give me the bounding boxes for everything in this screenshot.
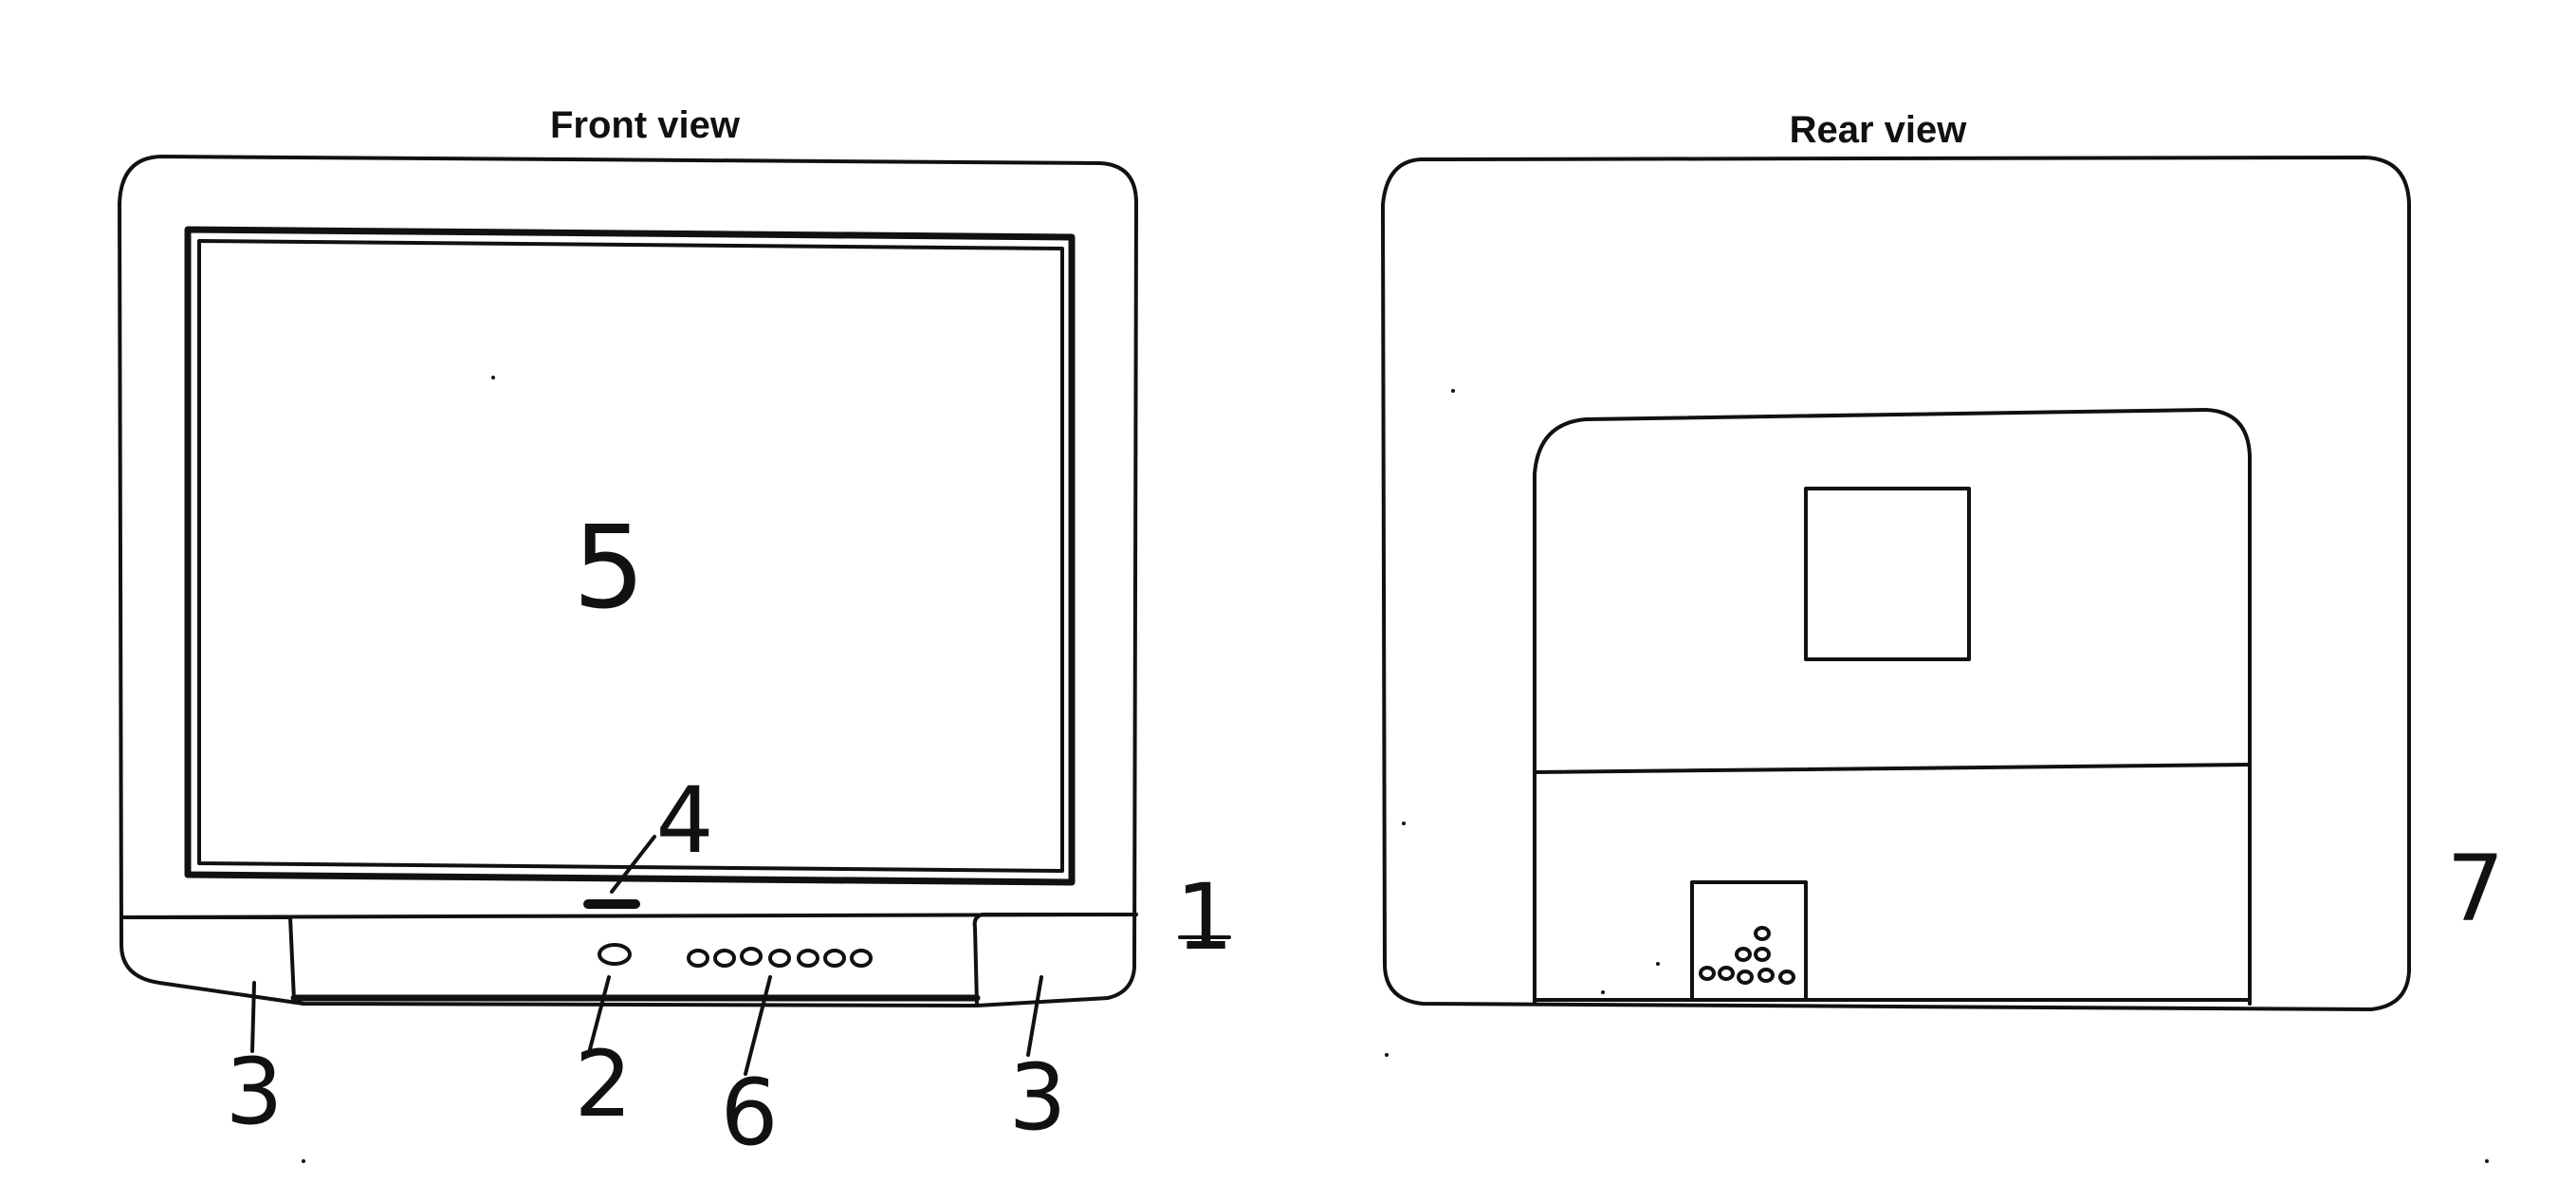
rear-connector-panel <box>1690 880 1808 1002</box>
rear-view-title: Rear view <box>1790 109 1968 151</box>
rear-connector-jacks <box>1699 926 1795 985</box>
front-speaker-right <box>972 913 1138 1007</box>
control-button <box>713 949 736 968</box>
control-button <box>823 949 846 968</box>
connector-jack <box>1718 966 1735 981</box>
rear-view: Rear view 7 <box>1381 109 2505 1011</box>
label-speaker-right: 3 <box>1008 1044 1066 1151</box>
front-indicator-light <box>583 899 640 909</box>
rear-label-plate <box>1804 487 1971 661</box>
leader-line-3-right <box>1026 975 1043 1057</box>
label-power-button: 2 <box>574 1031 632 1137</box>
control-button <box>687 949 709 968</box>
front-screen-inner <box>197 239 1064 873</box>
connector-jack <box>1754 926 1771 941</box>
leader-line-6 <box>744 975 772 1076</box>
leader-line-4 <box>610 835 656 894</box>
connector-jack <box>1735 947 1752 962</box>
label-rear-cover: 7 <box>2446 836 2504 942</box>
rear-division-line <box>1533 763 2252 774</box>
front-view: Front view <box>118 104 1234 1166</box>
rear-cover-block <box>1533 408 2252 1006</box>
connector-jack <box>1754 947 1771 962</box>
front-view-title: Front view <box>550 104 741 146</box>
control-button <box>768 949 791 968</box>
rear-housing-outline <box>1381 156 2411 1011</box>
connector-jack <box>1737 970 1754 985</box>
label-housing: 1 <box>1175 864 1233 970</box>
leader-line-2 <box>588 975 611 1051</box>
front-power-button <box>598 943 632 966</box>
label-screen: 5 <box>573 503 645 635</box>
control-button <box>797 949 819 968</box>
leader-line-3-left <box>250 981 256 1053</box>
front-screen <box>184 226 1076 886</box>
front-housing-outline <box>118 155 1138 1007</box>
label-indicator: 4 <box>655 767 713 874</box>
label-control-buttons: 6 <box>720 1060 778 1166</box>
connector-jack <box>1778 970 1795 985</box>
control-button <box>740 947 763 966</box>
front-control-buttons <box>687 947 873 968</box>
label-speaker-left: 3 <box>225 1039 283 1145</box>
connector-jack <box>1699 966 1716 981</box>
connector-jack <box>1757 968 1775 983</box>
front-speaker-left <box>120 915 296 1002</box>
control-button <box>850 949 873 968</box>
scan-specks <box>302 376 2489 1163</box>
